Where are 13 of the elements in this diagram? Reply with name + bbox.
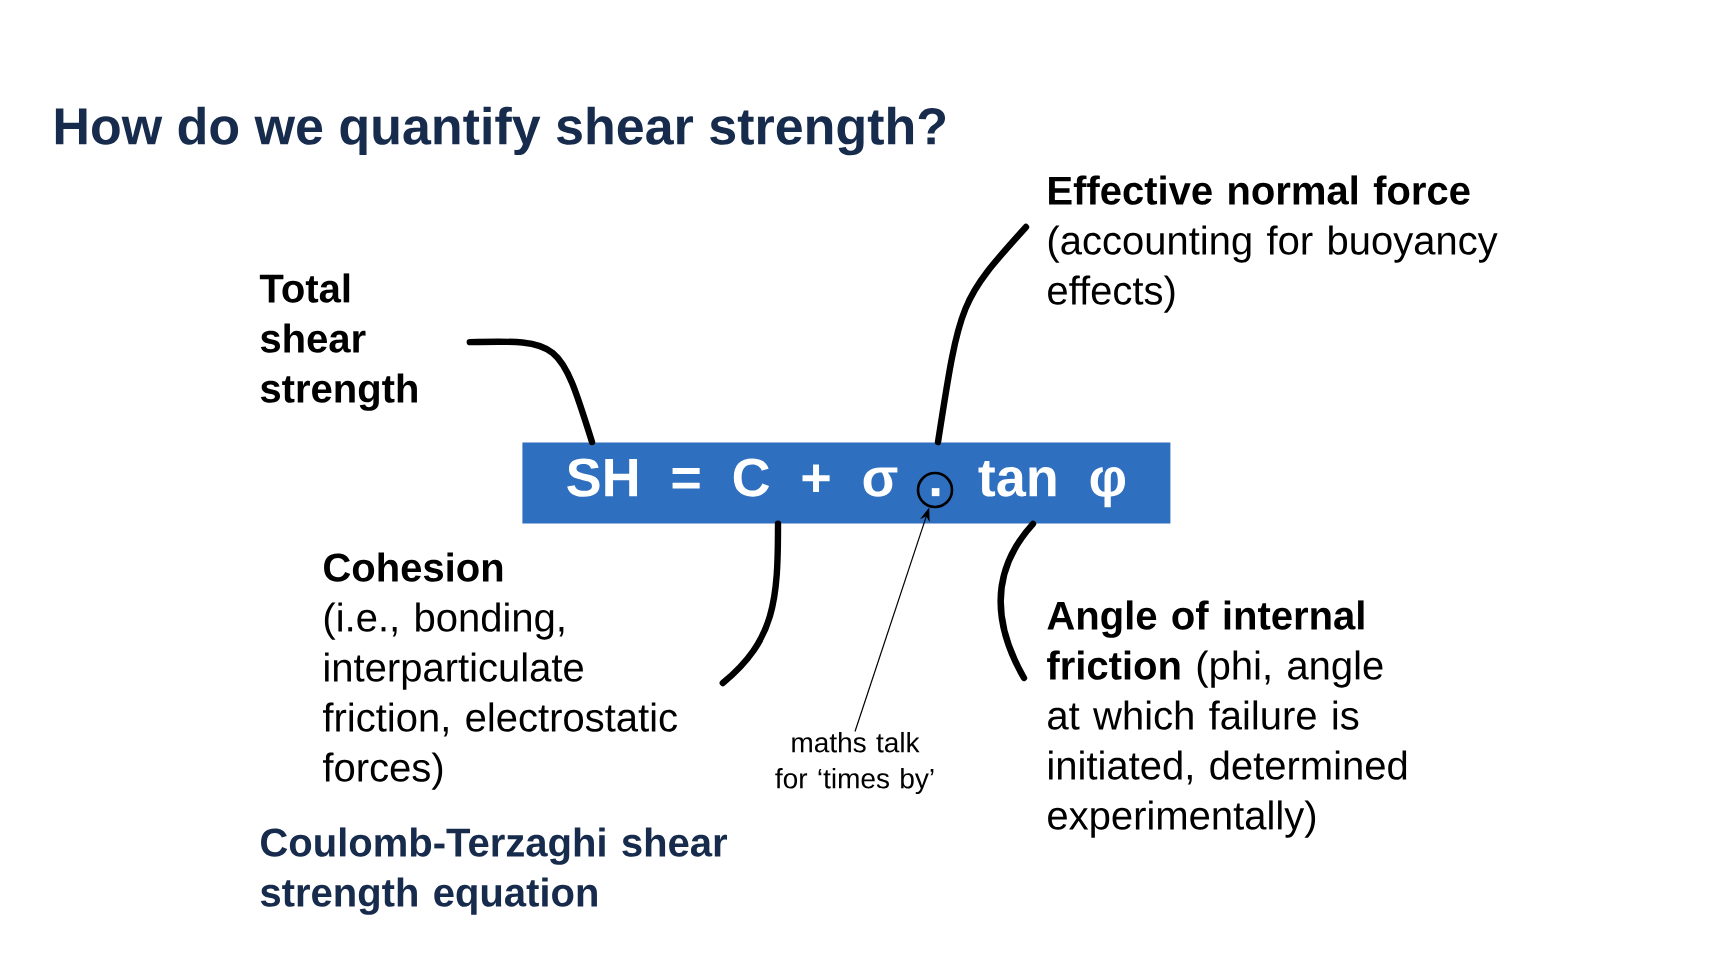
- note-text: maths talk for ‘times by’: [775, 731, 934, 795]
- highlight-circle: [916, 471, 954, 509]
- slide-title: How do we quantify shear strength?: [55, 106, 946, 156]
- equation-box: SH = C + σ . tan φ: [522, 442, 1171, 524]
- callout-text: Total shear strength: [259, 273, 417, 411]
- leader-line: [997, 520, 1037, 682]
- callout-text: Angle of internal friction (phi, angle at which failure is initiated, determined experimentally): [1047, 600, 1407, 838]
- callout-text: Effective normal force (accounting for buoyancy effects): [1048, 175, 1498, 313]
- caption-heading: Coulomb-Terzaghi shear strength equation: [260, 827, 727, 915]
- leader-line: [466, 338, 596, 446]
- callout-text: Cohesion (i.e., bonding, interparticulate friction, electrostatic forces): [323, 552, 677, 790]
- leader-line: [719, 520, 782, 687]
- leader-line: [934, 223, 1030, 446]
